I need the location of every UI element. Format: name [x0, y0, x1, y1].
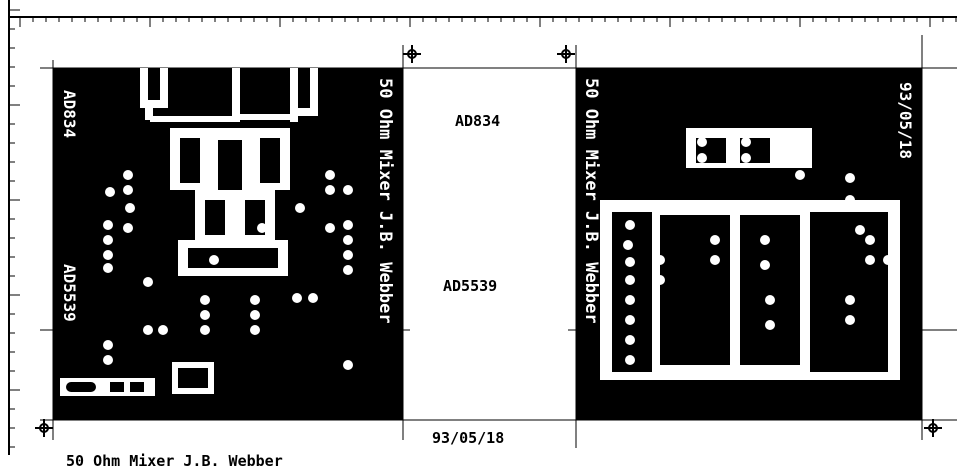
pad: [325, 170, 335, 180]
pad: [710, 255, 720, 265]
pad: [103, 235, 113, 245]
pad: [655, 255, 665, 265]
pad: [865, 255, 875, 265]
pad: [103, 220, 113, 230]
left-board-side-label-left-top: AD834: [60, 90, 79, 138]
pad: [250, 310, 260, 320]
pad: [760, 260, 770, 270]
title-label: 50 Ohm Mixer J.B. Webber: [66, 452, 283, 470]
pad: [625, 335, 635, 345]
pad: [200, 310, 210, 320]
pad: [325, 223, 335, 233]
pad: [343, 220, 353, 230]
right-board: [576, 68, 922, 420]
pad: [765, 320, 775, 330]
pad: [200, 295, 210, 305]
pad: [845, 195, 855, 205]
pad: [845, 173, 855, 183]
date-label: 93/05/18: [432, 429, 504, 447]
pad: [883, 255, 893, 265]
pad: [625, 275, 635, 285]
pad: [845, 315, 855, 325]
pad: [865, 235, 875, 245]
pad: [771, 137, 781, 147]
pad: [697, 137, 707, 147]
chip-top-label: AD834: [455, 112, 500, 130]
pad: [308, 293, 318, 303]
left-board-side-label-right: 50 Ohm Mixer J.B. Webber: [375, 78, 395, 324]
pad: [855, 225, 865, 235]
left-ruler: [8, 0, 20, 455]
pad: [257, 223, 267, 233]
pad: [123, 223, 133, 233]
pad: [125, 203, 135, 213]
right-board-side-label-left: 50 Ohm Mixer J.B. Webber: [581, 78, 601, 324]
pad: [343, 235, 353, 245]
pad: [775, 370, 785, 380]
pad: [143, 325, 153, 335]
pad: [250, 325, 260, 335]
top-ruler: [8, 16, 957, 27]
pad: [795, 153, 805, 163]
pad: [225, 225, 235, 235]
pad: [845, 295, 855, 305]
pad: [710, 235, 720, 245]
pad: [625, 295, 635, 305]
pad: [795, 170, 805, 180]
pad: [103, 355, 113, 365]
right-board-side-label-right: 93/05/18: [896, 82, 915, 159]
pad: [209, 255, 219, 265]
pad: [343, 360, 353, 370]
pad: [625, 355, 635, 365]
left-board: [53, 68, 403, 420]
left-board-side-label-left-bottom: AD5539: [60, 264, 79, 322]
pad: [103, 340, 113, 350]
pad: [343, 185, 353, 195]
pad: [292, 293, 302, 303]
pad: [625, 257, 635, 267]
pad: [343, 250, 353, 260]
pad: [200, 325, 210, 335]
pad: [795, 137, 805, 147]
pad: [158, 325, 168, 335]
pad: [697, 153, 707, 163]
pad: [623, 240, 633, 250]
pad: [103, 263, 113, 273]
pad: [655, 275, 665, 285]
pad: [625, 220, 635, 230]
pad: [250, 295, 260, 305]
pad: [123, 170, 133, 180]
pad: [143, 277, 153, 287]
pad: [105, 187, 115, 197]
pad: [760, 235, 770, 245]
pad: [625, 315, 635, 325]
registration-target: [35, 45, 942, 437]
chip-bottom-label: AD5539: [443, 277, 497, 295]
pad: [765, 295, 775, 305]
pad: [741, 137, 751, 147]
pad: [103, 250, 113, 260]
pad: [741, 153, 751, 163]
pad: [295, 203, 305, 213]
pad: [343, 265, 353, 275]
pad: [325, 185, 335, 195]
pad: [123, 185, 133, 195]
